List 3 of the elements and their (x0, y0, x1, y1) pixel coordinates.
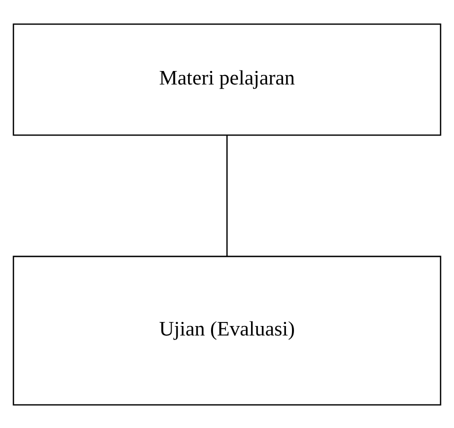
node-box: Materi pelajaran (12, 23, 442, 136)
connector (226, 134, 228, 256)
node-box: Ujian (Evaluasi) (12, 255, 442, 405)
